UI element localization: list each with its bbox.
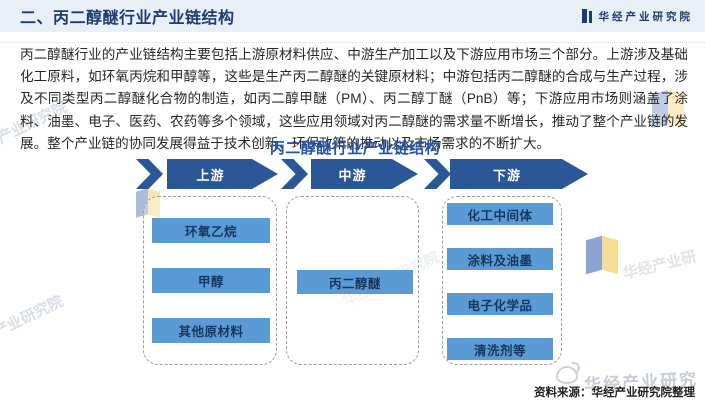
book-logo-icon xyxy=(581,9,594,23)
node-other-raw-materials: 其他原材料 xyxy=(152,318,270,343)
watermark-text: 华经产业研究院 xyxy=(0,292,66,355)
brand-name: 华经产业研究院 xyxy=(598,10,693,23)
watermark-logo-icon xyxy=(586,235,620,284)
chevron-arrow-icon xyxy=(424,159,451,189)
header-band: 二、丙二醇醚行业产业链结构 华经产业研究院 xyxy=(0,0,705,32)
watermark-text: 华经产业研 xyxy=(621,248,699,283)
diagram-title: 丙二醇醚行业产业链结构 xyxy=(269,140,441,157)
stage-banner-downstream: 下游 xyxy=(450,159,588,189)
node-methanol: 甲醇 xyxy=(152,268,270,293)
node-chemical-intermediates: 化工中间体 xyxy=(447,203,553,225)
node-electronic-chemicals: 电子化学品 xyxy=(447,293,553,315)
header-divider xyxy=(0,42,705,43)
node-ethylene-oxide: 环氧乙烷 xyxy=(152,218,270,243)
node-propylene-glycol-ether: 丙二醇醚 xyxy=(297,270,413,294)
intro-paragraph: 丙二醇醚行业的产业链结构主要包括上游原材料供应、中游生产加工以及下游应用市场三个… xyxy=(20,47,688,151)
node-cleaning-agents: 清洗剂等 xyxy=(447,338,553,360)
stage-banner-midstream: 中游 xyxy=(311,159,418,189)
node-coatings-inks: 涂料及油墨 xyxy=(447,248,553,270)
chevron-arrow-icon xyxy=(281,159,308,189)
page-title: 二、丙二醇醚行业产业链结构 xyxy=(20,10,235,27)
brand-logo: 华经产业研究院 xyxy=(581,9,694,24)
data-source-note: 资料来源：华经产业研究院整理 xyxy=(534,387,695,399)
stage-banner-upstream: 上游 xyxy=(167,159,278,189)
watermark-seal-icon xyxy=(556,366,578,384)
chevron-arrow-icon xyxy=(136,159,163,189)
